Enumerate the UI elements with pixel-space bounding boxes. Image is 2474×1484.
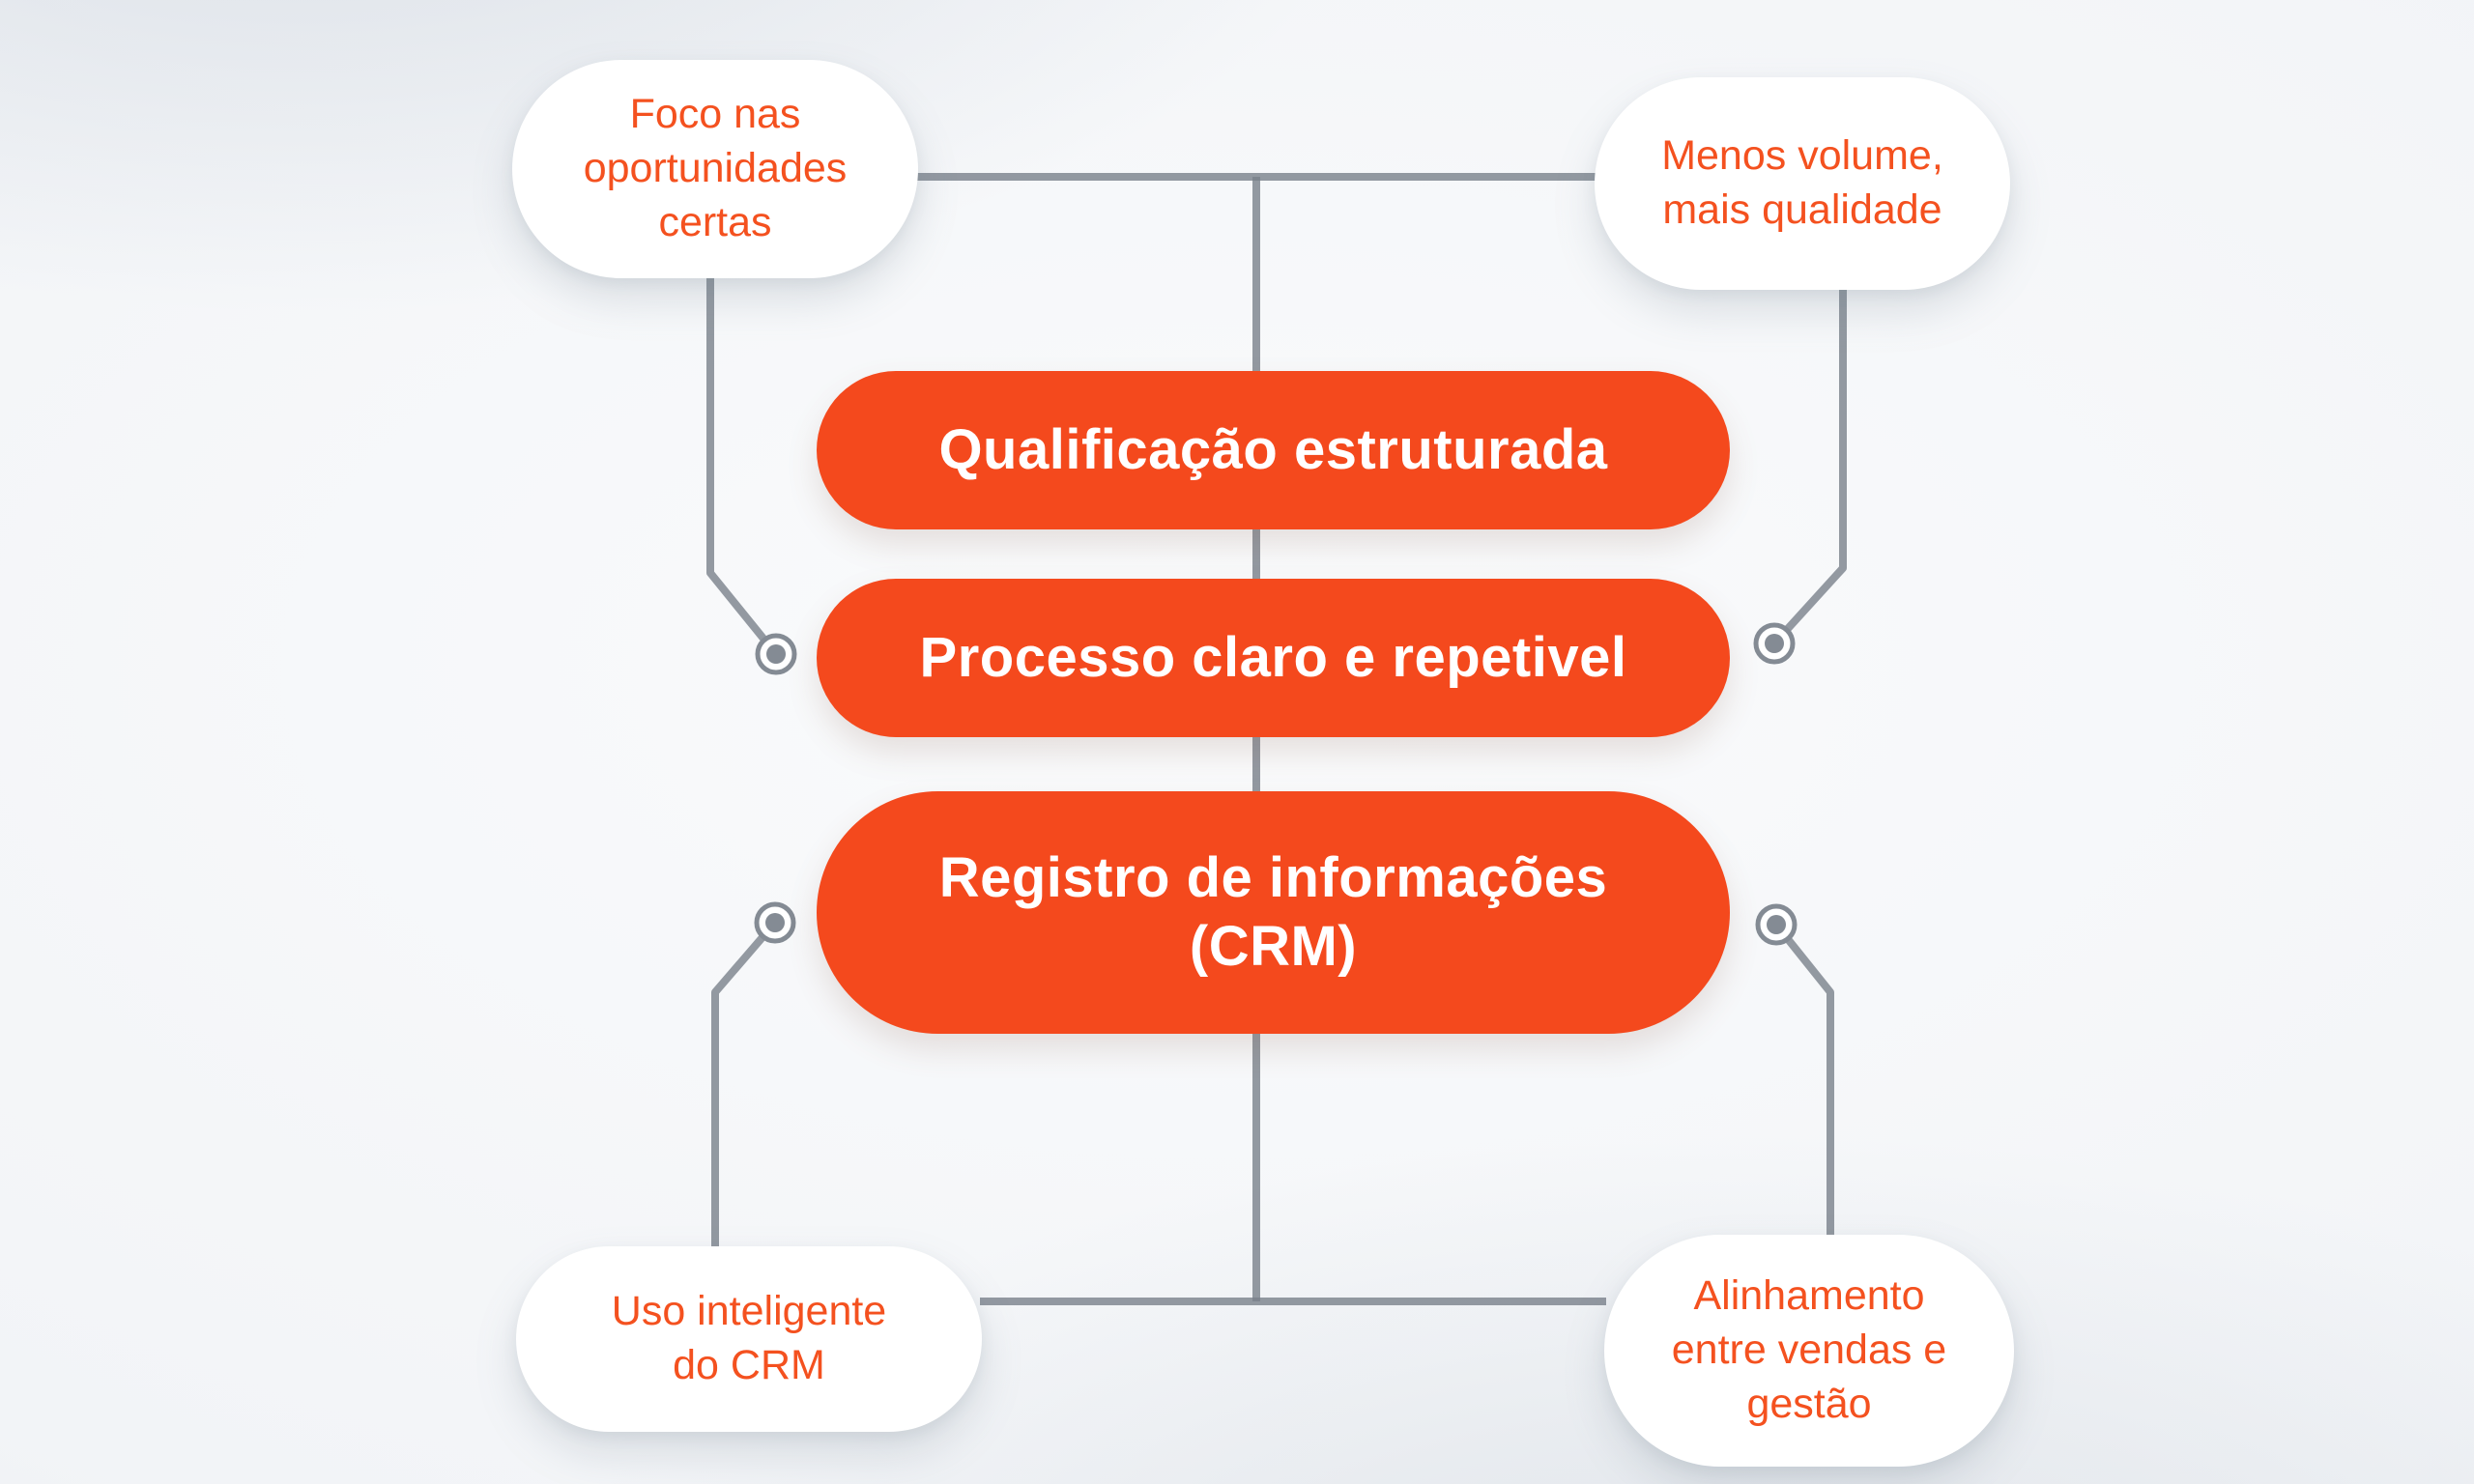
- center-node-label: Qualificação estruturada: [938, 417, 1608, 481]
- connector-bottom-left: [711, 920, 779, 1250]
- center-node-label: Processo claro e repetivel: [919, 625, 1627, 689]
- note-bottom-right-label: Alinhamento entre vendas e gestão: [1671, 1272, 1947, 1427]
- center-node-qualificacao-estruturada: Qualificação estruturada: [817, 371, 1730, 529]
- note-top-right-label: Menos volume, mais qualidade: [1661, 132, 1943, 233]
- note-top-left: Foco nas oportunidades certas: [512, 60, 918, 278]
- connector-top-right: [1771, 288, 1847, 646]
- note-bottom-left-label: Uso inteligente do CRM: [611, 1288, 887, 1388]
- note-top-left-label: Foco nas oportunidades certas: [583, 91, 848, 245]
- center-node-label: Registro de informações (CRM): [938, 845, 1608, 978]
- note-bottom-left: Uso inteligente do CRM: [516, 1246, 982, 1432]
- connector-bottom-right: [1772, 922, 1834, 1241]
- center-node-processo-claro-e-repetivel: Processo claro e repetivel: [817, 579, 1730, 737]
- connector-dot-bottom-left: [754, 901, 796, 944]
- connector-dot-top-left: [755, 633, 797, 675]
- connector-dot-bottom-right: [1755, 903, 1798, 946]
- note-top-right: Menos volume, mais qualidade: [1595, 77, 2010, 290]
- connector-top-left: [706, 274, 780, 657]
- note-bottom-right: Alinhamento entre vendas e gestão: [1604, 1235, 2014, 1467]
- connector-dot-top-right: [1753, 622, 1796, 665]
- center-node-registro-de-informacoes-crm: Registro de informações (CRM): [817, 791, 1730, 1034]
